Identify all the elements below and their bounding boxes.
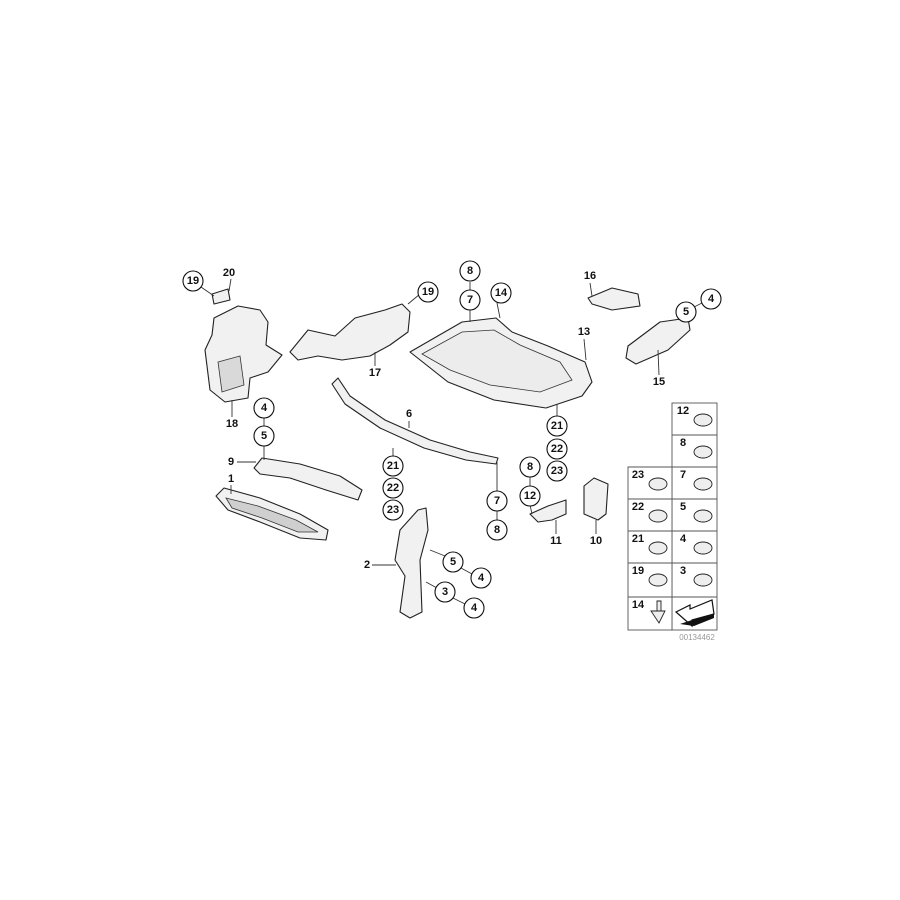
label-1: 1	[228, 473, 234, 485]
label-10: 10	[590, 535, 602, 547]
label-6: 6	[406, 408, 412, 420]
label-15: 15	[653, 376, 665, 388]
svg-text:12: 12	[524, 490, 536, 502]
svg-text:4: 4	[478, 572, 485, 584]
part-1-grille	[215, 487, 329, 541]
callout-19: 19	[417, 281, 439, 303]
callout-8: 8	[519, 456, 541, 478]
part-10-holder	[583, 477, 609, 521]
legend-cell-4: 4	[680, 533, 687, 545]
svg-text:4: 4	[261, 402, 268, 414]
label-9: 9	[228, 456, 234, 468]
svg-text:19: 19	[187, 275, 199, 287]
callout-4: 4	[463, 597, 485, 619]
callout-21: 21	[382, 455, 404, 477]
callout-23: 23	[546, 460, 568, 482]
callout-14: 14	[490, 282, 512, 304]
callout-8: 8	[459, 260, 481, 282]
fastener-7-icon	[693, 477, 713, 491]
part-18-wheel-arch-cover	[204, 305, 283, 403]
callout-22: 22	[382, 477, 404, 499]
svg-text:21: 21	[551, 420, 563, 432]
callout-19: 19	[182, 270, 204, 292]
label-20: 20	[223, 267, 235, 279]
label-16: 16	[584, 270, 596, 282]
svg-text:3: 3	[442, 586, 448, 598]
svg-text:4: 4	[471, 602, 478, 614]
fastener-8-icon	[693, 445, 713, 459]
legend-cell-8: 8	[680, 437, 686, 449]
callout-4: 4	[253, 397, 275, 419]
legend-cell-23: 23	[632, 469, 644, 481]
svg-text:19: 19	[422, 286, 434, 298]
svg-text:7: 7	[494, 495, 500, 507]
svg-text:23: 23	[387, 504, 399, 516]
label-13: 13	[578, 326, 590, 338]
callout-7: 7	[459, 289, 481, 311]
svg-text:7: 7	[467, 294, 473, 306]
callout-5: 5	[253, 425, 275, 447]
callout-7: 7	[486, 490, 508, 512]
svg-text:21: 21	[387, 460, 399, 472]
callout-22: 22	[546, 438, 568, 460]
svg-text:8: 8	[467, 265, 473, 277]
part-2-side-cover	[394, 507, 429, 619]
label-11: 11	[550, 535, 562, 547]
part-20-clip	[211, 288, 231, 305]
legend-cell-5: 5	[680, 501, 686, 513]
legend-cell-3: 3	[680, 565, 686, 577]
part-9-upper-grille	[253, 457, 363, 501]
callout-3: 3	[434, 581, 456, 603]
fastener-23-icon	[648, 477, 668, 491]
fastener-14-icon	[650, 600, 666, 624]
svg-text:5: 5	[683, 306, 689, 318]
fastener-22-icon	[648, 509, 668, 523]
svg-text:14: 14	[495, 287, 508, 299]
legend-cell-19: 19	[632, 565, 644, 577]
callout-5: 5	[442, 551, 464, 573]
legend-cell-22: 22	[632, 501, 644, 513]
fastener-4-icon	[693, 541, 713, 555]
fastener-21-icon	[648, 541, 668, 555]
svg-text:8: 8	[494, 524, 500, 536]
part-17-air-duct	[289, 303, 411, 361]
part-16-bracket	[587, 287, 641, 311]
legend-cell-14: 14	[632, 599, 645, 611]
svg-text:22: 22	[551, 443, 563, 455]
svg-text:22: 22	[387, 482, 399, 494]
callout-5: 5	[675, 301, 697, 323]
svg-text:5: 5	[450, 556, 456, 568]
svg-text:8: 8	[527, 461, 533, 473]
label-17: 17	[369, 367, 381, 379]
fastener-3-icon	[693, 573, 713, 587]
label-18: 18	[226, 418, 238, 430]
callout-4: 4	[470, 567, 492, 589]
callout-12: 12	[519, 485, 541, 507]
callout-8: 8	[486, 519, 508, 541]
part-15-shield	[625, 317, 691, 365]
part-6-spoiler-strip	[331, 377, 499, 465]
fastener-19-icon	[648, 573, 668, 587]
legend-cell-21: 21	[632, 533, 644, 545]
part-14-underbody-panel	[409, 317, 593, 409]
legend-cell-7: 7	[680, 469, 686, 481]
part-11-bracket	[529, 499, 567, 523]
callout-4: 4	[700, 288, 722, 310]
callout-23: 23	[382, 499, 404, 521]
svg-text:5: 5	[261, 430, 267, 442]
legend-cell-12: 12	[677, 405, 689, 417]
fastener-12-icon	[693, 413, 713, 427]
svg-text:23: 23	[551, 465, 563, 477]
label-2: 2	[364, 559, 370, 571]
fastener-5-icon	[693, 509, 713, 523]
fastener-legend: 12 8 23 7 22 5 21 4 19 3 14 00134462	[627, 402, 718, 642]
svg-text:4: 4	[708, 293, 715, 305]
callout-21: 21	[546, 415, 568, 437]
drawing-number: 00134462	[679, 633, 715, 642]
